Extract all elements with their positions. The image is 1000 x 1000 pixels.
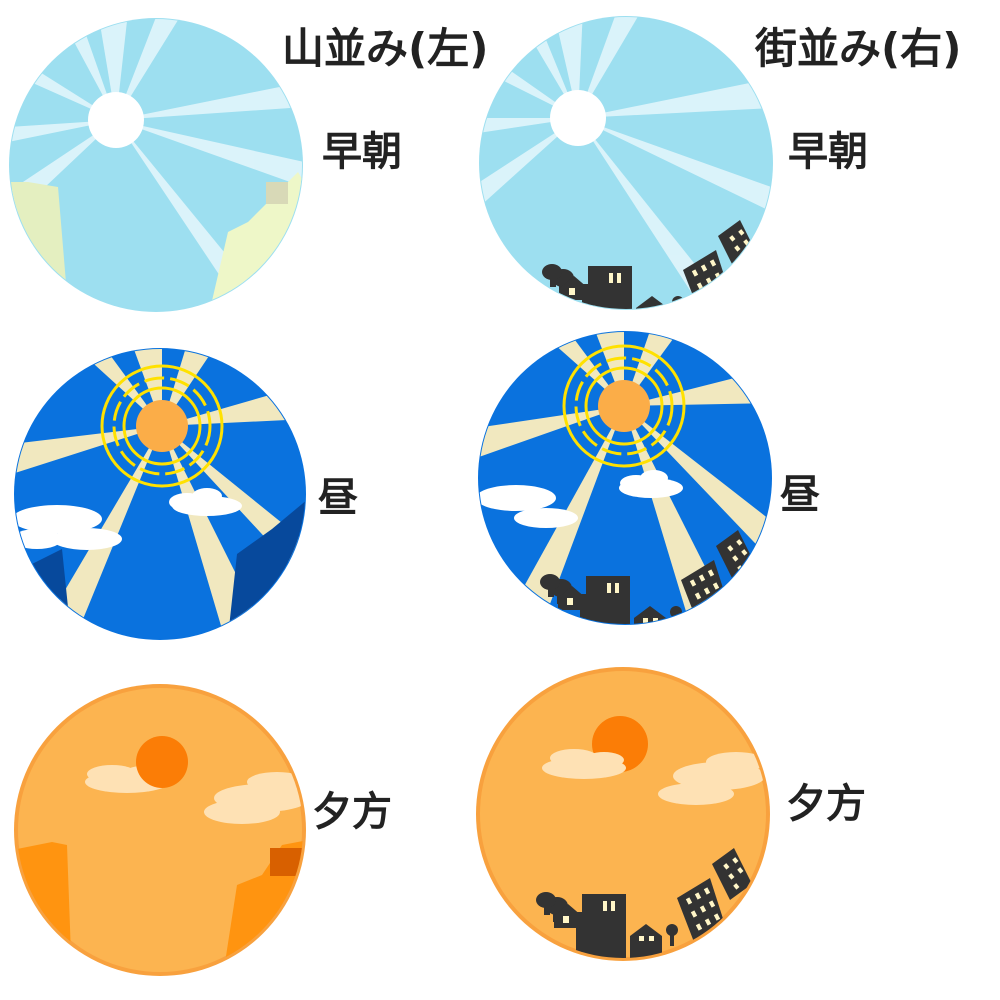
sky-disc <box>480 671 766 957</box>
cloud <box>619 470 683 498</box>
label-morning-left: 早朝 <box>322 129 402 175</box>
cloud <box>169 488 242 516</box>
cloud <box>658 752 766 805</box>
sun <box>598 380 650 432</box>
scene-morning-townscape <box>479 16 773 310</box>
sun-halo <box>100 364 224 488</box>
sun <box>550 90 606 146</box>
cloud <box>479 485 578 528</box>
mountain-left <box>10 182 68 311</box>
label-morning-right: 早朝 <box>788 129 868 175</box>
header-mountains: 山並み(左) <box>282 24 489 73</box>
cloud <box>204 772 303 824</box>
label-noon-left: 昼 <box>318 475 358 521</box>
cloud <box>15 505 122 550</box>
scene-noon-mountains <box>14 348 306 640</box>
scene-evening-townscape <box>476 667 770 961</box>
rock <box>266 182 288 204</box>
mountain-left <box>15 549 72 639</box>
label-evening-right: 夕方 <box>786 781 866 827</box>
cloud <box>542 749 626 779</box>
sun-halo <box>562 344 686 468</box>
sun <box>136 400 188 452</box>
scene-morning-mountains <box>9 18 303 312</box>
header-townscape: 街並み(右) <box>755 24 962 73</box>
label-noon-right: 昼 <box>780 472 820 518</box>
scene-evening-mountains <box>14 684 306 976</box>
sun <box>136 736 188 788</box>
label-evening-left: 夕方 <box>312 789 392 835</box>
sky-disc <box>479 16 773 310</box>
sun <box>88 92 144 148</box>
sky-disc <box>18 688 302 972</box>
scene-noon-townscape <box>478 331 772 625</box>
